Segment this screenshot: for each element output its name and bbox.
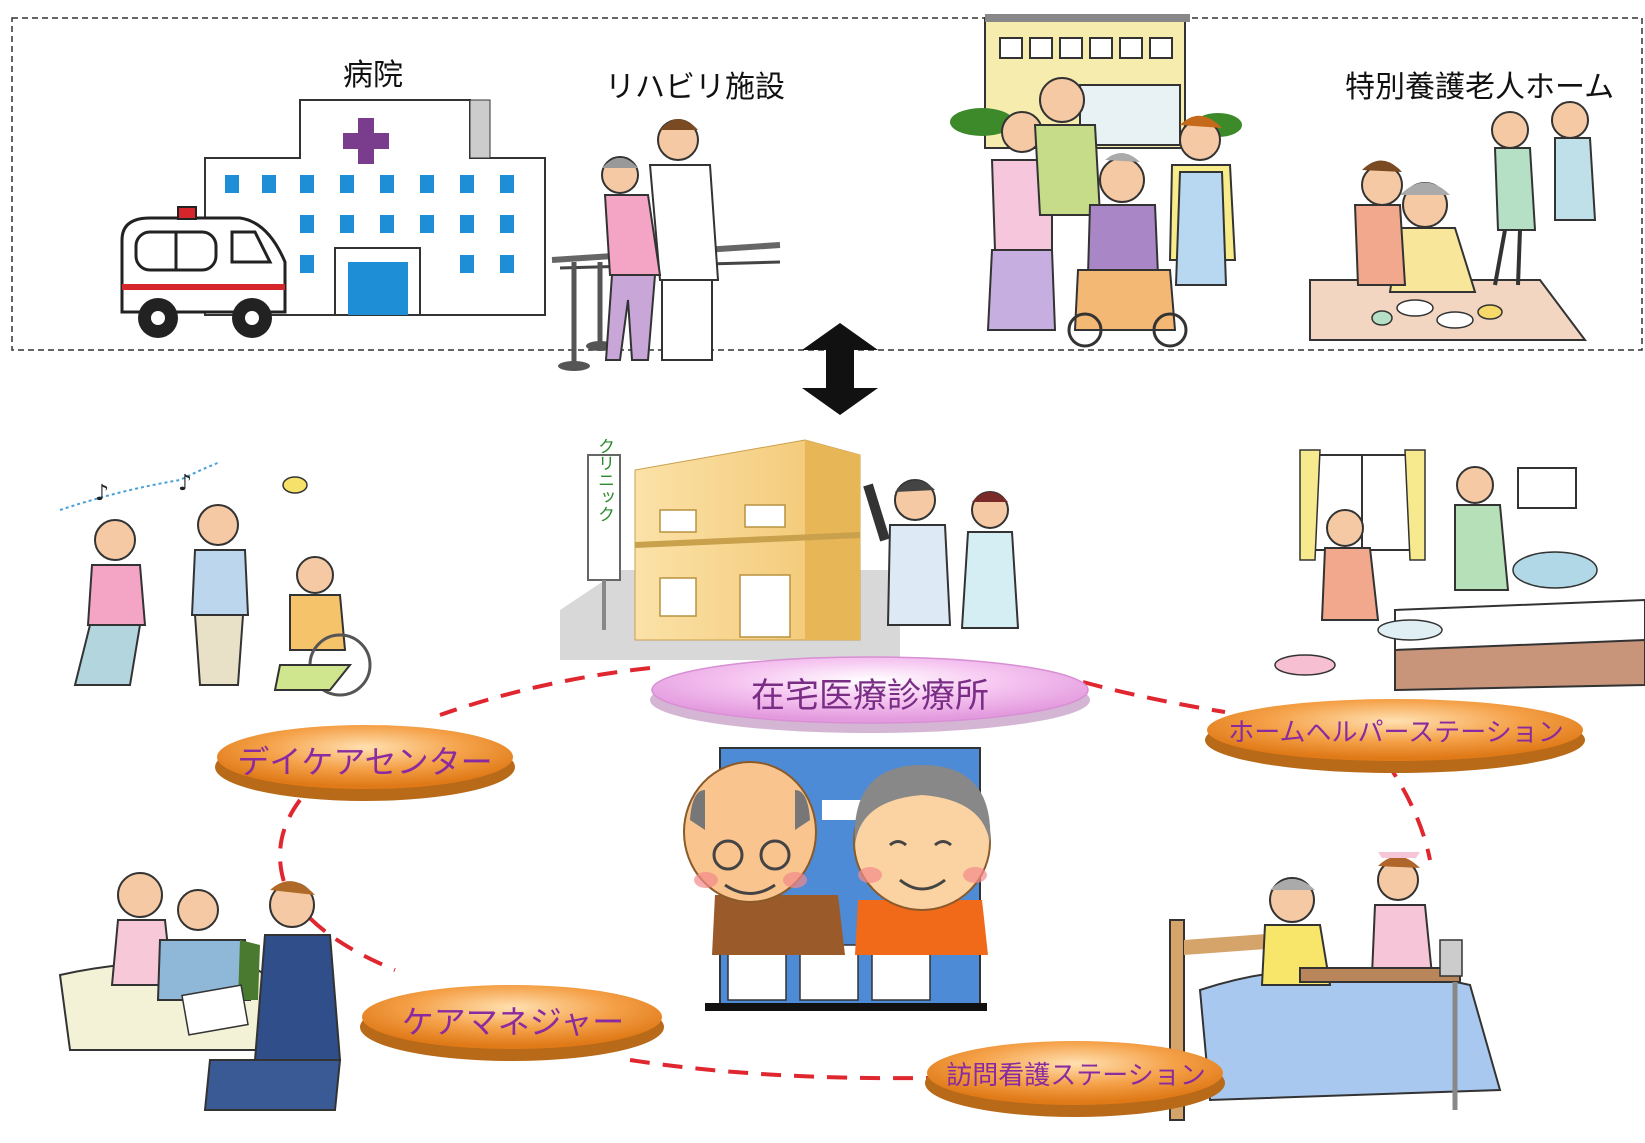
svg-text:♪: ♪ (95, 481, 109, 506)
ambulance-icon (120, 206, 287, 338)
bidirectional-arrow-icon (802, 323, 878, 415)
node-visiting-nurse-shape (925, 1041, 1225, 1117)
clinic-illustration (560, 439, 1020, 660)
care-manager-illustration (58, 872, 342, 1111)
label-hospital: 病院 (343, 58, 403, 93)
clinic-sign-text: クリニック (594, 438, 614, 523)
rehab-illustration (551, 119, 781, 371)
home-helper-illustration (1274, 449, 1645, 692)
facilities-frame (11, 17, 1643, 351)
node-daycare-shape (215, 725, 515, 801)
node-visiting-nurse-label: 訪問看護ステーション (946, 1061, 1206, 1091)
home-illustration (683, 747, 991, 1011)
node-clinic-shape (650, 656, 1090, 733)
svg-text:♪: ♪ (178, 471, 192, 496)
hospital-illustration (120, 99, 546, 338)
nursing-home-illustration (1309, 101, 1597, 341)
node-home-clinic-label: 在宅医療診療所 (751, 676, 989, 716)
node-care-manager-shape (360, 985, 664, 1061)
label-nursing-home: 特別養護老人ホーム (1345, 70, 1615, 105)
node-care-manager-label: ケアマネジャー (401, 1003, 625, 1041)
node-home-helper-label: ホームヘルパーステーション (1228, 718, 1564, 748)
visiting-nurse-illustration (1169, 852, 1502, 1121)
label-rehab-facility: リハビリ施設 (605, 70, 785, 105)
care-facility-group-illustration (950, 14, 1242, 348)
node-daycare-label: デイケアセンター (237, 743, 493, 781)
daycare-illustration: ♪ ♪ (59, 461, 372, 697)
node-home-helper-shape (1205, 699, 1585, 773)
